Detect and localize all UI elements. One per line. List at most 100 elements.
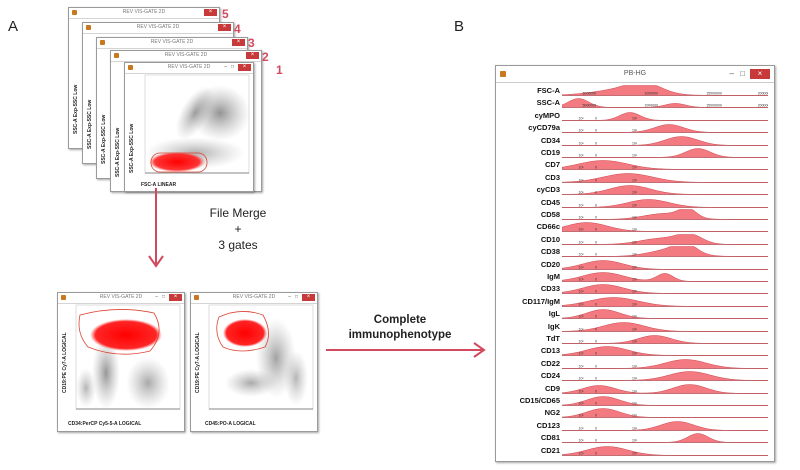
histogram-peak xyxy=(562,272,768,282)
x-axis-label: FSC-A LINEAR xyxy=(141,182,177,188)
tick-label: 10² xyxy=(579,153,585,157)
tick-label: 10² xyxy=(579,377,585,381)
maximize-icon[interactable]: □ xyxy=(294,294,298,300)
minimize-icon[interactable]: – xyxy=(224,64,227,70)
tick-label: 10³ xyxy=(632,178,638,182)
title-bar[interactable]: REV VIS-GATE 2D – □ × xyxy=(191,293,317,304)
gate-window-cd45[interactable]: REV VIS-GATE 2D – □ × CD19:PE Cy7-A LOGI… xyxy=(190,292,318,432)
title-bar[interactable]: REV VIS-GATE 2D × xyxy=(97,38,247,49)
histogram-peak xyxy=(562,185,768,195)
title-bar[interactable]: REV VIS-GATE 2D × xyxy=(83,23,233,34)
tick-label: 10² xyxy=(579,265,585,269)
maximize-icon[interactable]: □ xyxy=(161,294,165,300)
minimize-icon[interactable]: – xyxy=(729,69,734,78)
tick-label: 0 xyxy=(595,191,597,195)
histogram-peak xyxy=(562,209,768,220)
x-axis-label: CD34:PerCP Cy5-5-A LOGICAL xyxy=(68,421,142,427)
minimize-icon[interactable]: – xyxy=(288,294,291,300)
histogram-peak xyxy=(562,335,768,344)
tick-label: 0 xyxy=(595,389,597,393)
merge-line-2: + xyxy=(234,222,242,236)
histogram-peak xyxy=(562,222,768,233)
histogram-peak xyxy=(562,98,768,109)
maximize-icon[interactable]: □ xyxy=(230,64,234,70)
histogram-peak xyxy=(562,408,768,419)
tick-label: 10³ xyxy=(632,426,638,430)
title-bar[interactable]: REV VIS-GATE 2D – □ × xyxy=(125,63,253,74)
close-icon[interactable]: × xyxy=(204,9,217,16)
panel-letter-b: B xyxy=(454,18,465,35)
tick-label: 0 xyxy=(595,153,597,157)
close-icon[interactable]: × xyxy=(750,69,770,79)
gate-plot xyxy=(75,304,181,410)
complete-immunophenotype-caption: Complete immunophenotype xyxy=(345,313,455,343)
y-axis-label: SSC-A Exp-SSC Low xyxy=(101,114,107,164)
panel-letter-a: A xyxy=(8,18,19,35)
tick-label: 10³ xyxy=(632,401,638,405)
tick-label: 0 xyxy=(595,401,597,405)
title-bar[interactable]: REV VIS-GATE 2D × xyxy=(111,51,261,62)
close-icon[interactable]: × xyxy=(169,294,182,301)
histogram-peak xyxy=(562,160,768,171)
tick-label: 10³ xyxy=(632,228,638,232)
title-bar[interactable]: PB-HG – □ × xyxy=(496,66,774,83)
y-axis-label: CD19:PE Cy7-A LOGICAL xyxy=(62,332,68,393)
tick-label: 10² xyxy=(579,290,585,294)
tick-label: 10² xyxy=(579,302,585,306)
tick-label: 10³ xyxy=(632,414,638,418)
tick-label: 0 xyxy=(595,129,597,133)
tick-label: 10³ xyxy=(632,253,638,257)
tick-label: 10² xyxy=(579,389,585,393)
minimize-icon[interactable]: – xyxy=(155,294,158,300)
tick-label: 10³ xyxy=(632,315,638,319)
tick-label: 0 xyxy=(595,426,597,430)
histogram-peak xyxy=(562,359,768,369)
app-logo-icon xyxy=(114,53,119,58)
marker-label: CD81 xyxy=(540,433,560,443)
caption-line-2: immunophenotype xyxy=(348,329,452,341)
y-axis-label: SSC-A Exp-SSC Low xyxy=(129,123,135,173)
histogram-row: SSC-A500000010000001500000020000000 xyxy=(496,96,774,109)
close-icon[interactable]: × xyxy=(218,24,231,31)
tick-label: 10² xyxy=(579,116,585,120)
tick-label: 1000000 xyxy=(644,91,658,95)
gate-window-cd34[interactable]: REV VIS-GATE 2D – □ × CD19:PE Cy7-A LOGI… xyxy=(57,292,185,432)
histogram-peak xyxy=(562,112,768,121)
tick-label: 0 xyxy=(595,203,597,207)
window-title: REV VIS-GATE 2D xyxy=(232,294,276,300)
title-bar[interactable]: REV VIS-GATE 2D – □ × xyxy=(58,293,184,304)
tick-label: 10³ xyxy=(632,191,638,195)
density-plot xyxy=(144,74,250,174)
window-title: REV VIS-GATE 2D xyxy=(150,39,194,45)
app-logo-icon xyxy=(72,10,77,15)
histogram-peak xyxy=(562,445,768,456)
tick-label: 10² xyxy=(579,240,585,244)
tick-label: 1000000 xyxy=(644,104,658,108)
stack-window-1[interactable]: REV VIS-GATE 2D – □ × xyxy=(124,62,254,192)
histogram-peak xyxy=(562,284,768,295)
close-icon[interactable]: × xyxy=(246,52,259,59)
tick-label: 0 xyxy=(595,377,597,381)
close-icon[interactable]: × xyxy=(302,294,315,301)
marker-label: cyCD3 xyxy=(536,185,560,195)
maximize-icon[interactable]: □ xyxy=(740,69,745,78)
close-icon[interactable]: × xyxy=(232,39,245,46)
tick-label: 0 xyxy=(595,240,597,244)
title-bar[interactable]: REV VIS-GATE 2D × xyxy=(69,8,219,19)
close-icon[interactable]: × xyxy=(238,64,251,71)
